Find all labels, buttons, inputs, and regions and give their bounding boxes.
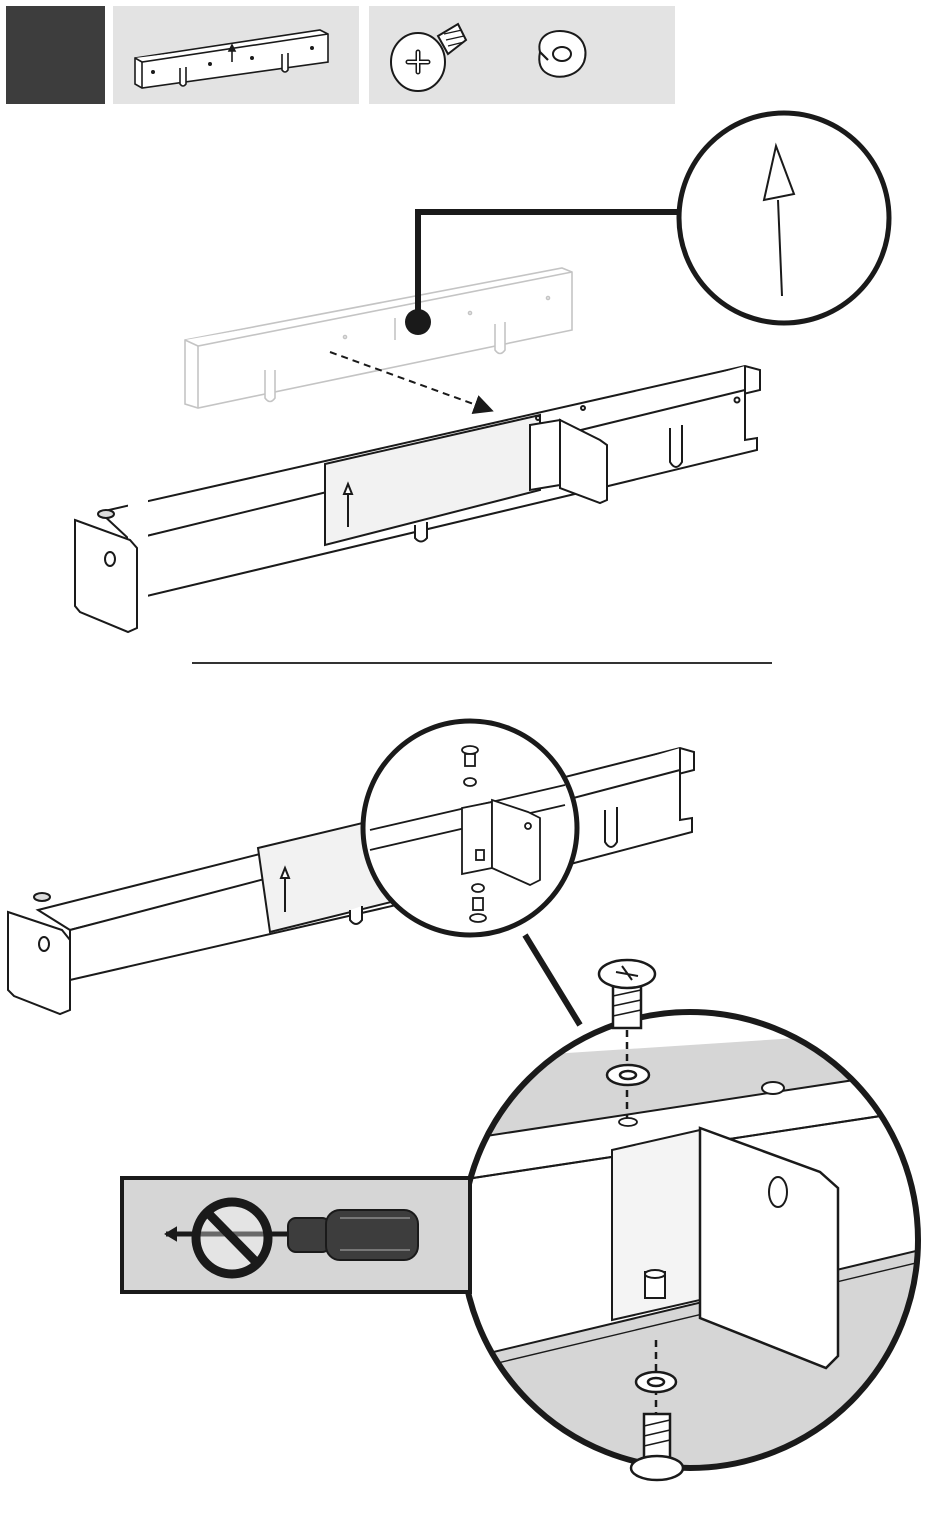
rail-insertion-diagram xyxy=(75,113,889,632)
prohibited-icon xyxy=(196,1202,268,1274)
lock-washer-icon xyxy=(539,31,585,77)
no-screwdriver-warning xyxy=(122,1178,470,1292)
bottom-lock-washer xyxy=(636,1372,676,1392)
arrow-detail-callout xyxy=(679,113,889,323)
rail-icon xyxy=(135,30,328,88)
screw-fastening-diagram xyxy=(8,721,920,1480)
ghost-rail xyxy=(185,268,572,408)
detail-connector xyxy=(525,935,580,1025)
main-rail xyxy=(75,366,760,632)
phillips-screw-icon xyxy=(391,24,466,91)
callout-dot xyxy=(405,309,431,335)
main-rail-bottom xyxy=(8,748,694,1014)
top-lock-washer xyxy=(607,1065,649,1085)
